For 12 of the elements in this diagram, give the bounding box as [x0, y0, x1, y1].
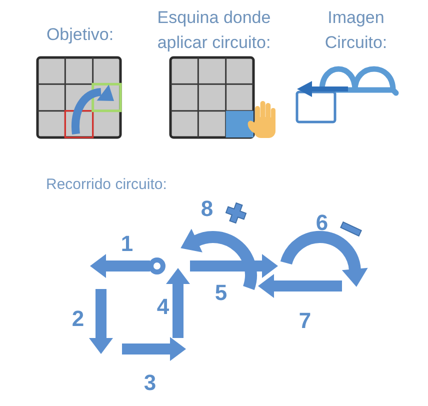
step-number: 2 [72, 308, 84, 330]
step-number: 5 [214, 282, 228, 304]
section-heading: Recorrido circuito: [46, 175, 167, 195]
step-number: 3 [144, 372, 156, 394]
step-number: 6 [316, 212, 328, 234]
heading: Esquina donde aplicar circuito: [156, 7, 272, 54]
step-number: 4 [156, 296, 170, 318]
step-number: 7 [298, 310, 312, 332]
heading: Objetivo: [46, 24, 114, 46]
heading: Imagen Circuito: [324, 7, 388, 54]
step-number: 8 [200, 198, 214, 220]
step-number: 1 [120, 233, 134, 255]
